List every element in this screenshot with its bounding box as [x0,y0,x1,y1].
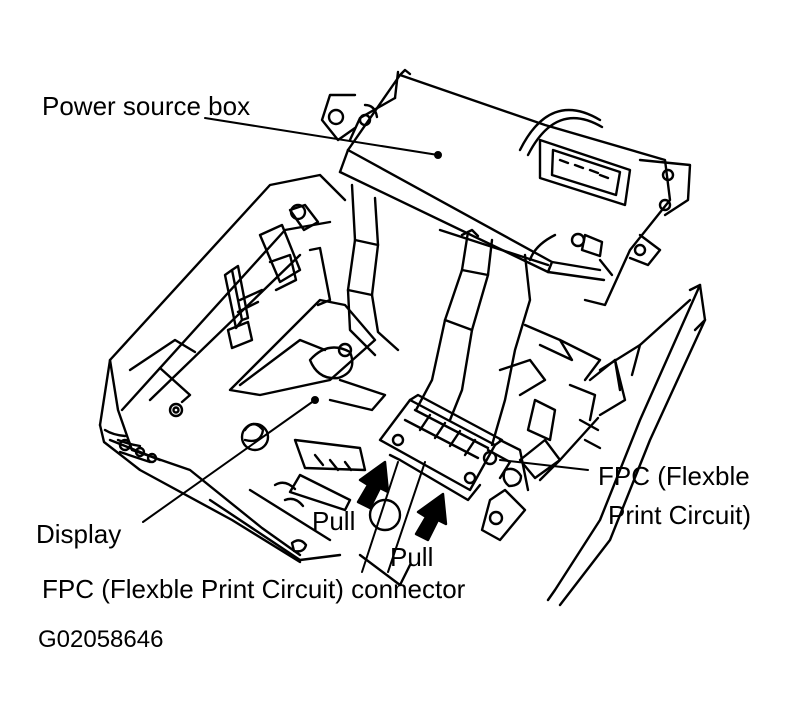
label-pull-left: Pull [312,506,356,536]
label-fpc-connector: FPC (Flexble Print Circuit) connector [42,574,466,604]
pull-arrow-right [414,492,448,542]
leader-fpc-connector-b [387,461,426,573]
power-source-box [320,68,692,307]
base-housing [98,173,412,587]
pull-arrow-left [356,460,390,510]
label-fpc-line1: FPC (Flexble [598,461,750,491]
figure-id: G02058646 [38,626,164,653]
leader-fpc-connector-a [361,461,399,573]
label-pull-right: Pull [390,542,434,572]
leader-lines [142,117,589,573]
leader-power-source-box [204,117,439,156]
flat-cables [346,183,532,447]
label-power-source-box: Power source box [42,91,251,121]
leader-display [142,399,316,523]
pull-arrows [356,460,448,542]
fpc-connector [378,393,512,502]
label-display: Display [36,519,122,549]
right-chassis [480,283,707,607]
left-posts [223,203,332,350]
leader-fpc [499,459,589,471]
label-fpc-line2: Print Circuit) [608,500,752,530]
